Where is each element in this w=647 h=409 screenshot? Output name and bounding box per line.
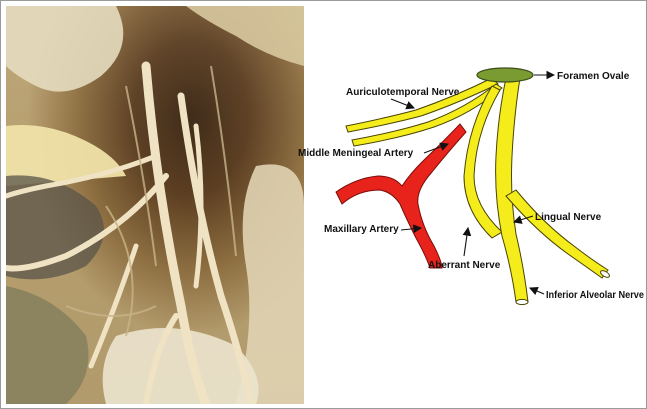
inferior-alveolar-nerve-label: Inferior Alveolar Nerve [546, 290, 644, 301]
aberrant-pointer [464, 228, 468, 256]
auriculotemporal-pointer [391, 99, 414, 108]
nerve-diagram: Foramen Ovale Auriculotemporal Nerve Mid… [306, 6, 646, 404]
lingual-nerve-label: Lingual Nerve [535, 212, 602, 223]
middle-meningeal-artery-label: Middle Meningeal Artery [298, 148, 414, 159]
inferior-alveolar-pointer [530, 288, 544, 294]
foramen-ovale-shape [477, 68, 533, 82]
auriculotemporal-nerve-label: Auriculotemporal Nerve [346, 87, 460, 98]
foramen-ovale-label: Foramen Ovale [557, 71, 630, 82]
aberrant-nerve-label: Aberrant Nerve [428, 260, 501, 271]
dissection-photo [6, 6, 304, 404]
inferior-alveolar-nerve-shape [496, 78, 528, 302]
maxillary-artery-label: Maxillary Artery [324, 224, 399, 235]
